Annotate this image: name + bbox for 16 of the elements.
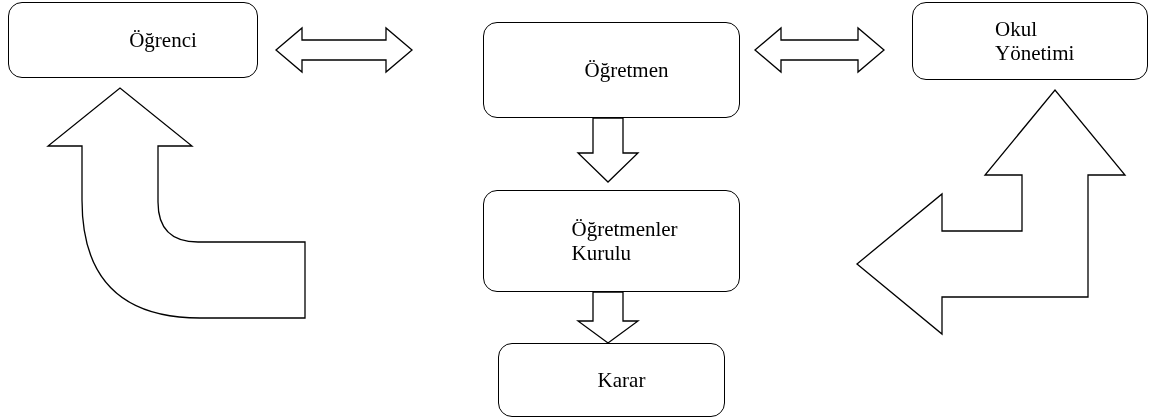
rounded-box [483,190,740,292]
block-arrow [855,88,1127,336]
block-arrow [754,26,885,74]
rounded-box [8,2,258,78]
block-arrow [275,26,413,74]
box-label: Okul Yönetimi [995,17,1076,65]
rounded-box [483,22,740,118]
block-arrow [576,117,640,183]
box-label: Öğrenci [129,28,197,52]
rounded-box [498,343,725,417]
box-label: Karar [597,368,646,392]
block-arrow [47,87,306,319]
rounded-box [912,2,1148,80]
box-label: Öğretmenler Kurulu [571,217,679,265]
box-label: Öğretmen [584,58,669,82]
block-arrow [576,291,640,344]
